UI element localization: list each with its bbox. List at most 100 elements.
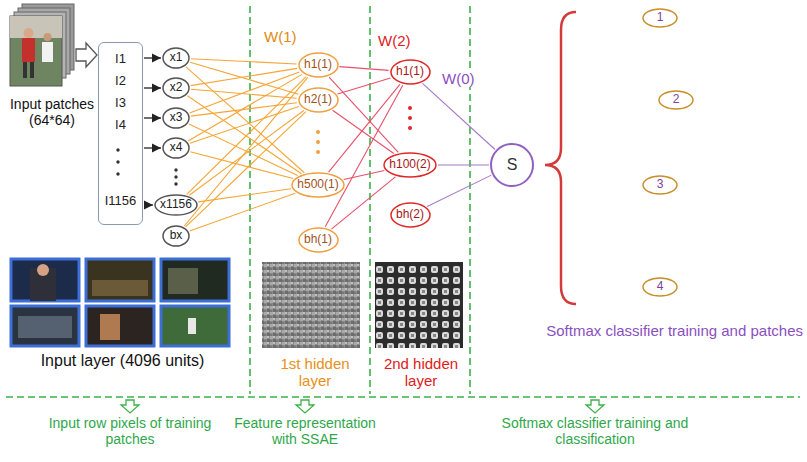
connection-line [191, 68, 297, 85]
unit-label: x2 [170, 81, 183, 94]
unit-outline [643, 176, 677, 194]
unit-label: 4 [657, 280, 664, 293]
unit-outline [155, 195, 197, 215]
connection-line [186, 112, 306, 227]
connection-line [191, 59, 297, 64]
unit-outline [643, 9, 677, 27]
patch-image [10, 16, 62, 86]
unit-label: 2 [673, 93, 680, 106]
thumbnail-content [92, 280, 148, 296]
patch-stack [10, 4, 74, 86]
stage-caption: Feature representation with SSAE [220, 415, 390, 447]
thumbnail-content [168, 268, 198, 294]
hidden2-unit: h100(2) [383, 152, 437, 178]
ellipsis-dot [316, 150, 320, 154]
hollow-arrow [586, 400, 604, 413]
class-bracket [545, 12, 576, 304]
thumbnail [86, 259, 154, 301]
hollow-arrow [76, 43, 97, 67]
thumbnail [11, 259, 79, 301]
input-unit: x3 [162, 107, 190, 129]
section-divider [369, 6, 371, 394]
weight-label: W(2) [376, 32, 413, 49]
unit-outline [163, 226, 189, 246]
unit-label: x1 [170, 51, 183, 64]
unit-outline [299, 88, 338, 112]
unit-outline [391, 60, 430, 84]
connection-line [422, 83, 495, 149]
unit-label: 3 [657, 178, 664, 191]
weight-label: W(0) [440, 70, 477, 87]
unit-outline [163, 78, 189, 98]
feature-texture [375, 262, 463, 348]
connection-line [186, 67, 304, 173]
unit-label: h1(1) [304, 58, 332, 71]
class-output: 3 [642, 175, 678, 195]
connection-line [438, 164, 489, 165]
unit-outline [384, 153, 436, 177]
hidden2-unit: h1(1) [390, 59, 431, 85]
connection-line [184, 77, 307, 226]
ellipsis-dot [408, 106, 412, 110]
ellipsis-dot [174, 182, 177, 185]
thumbnail-content [100, 314, 120, 340]
connection-line [187, 77, 306, 195]
unit-label: x1156 [160, 198, 192, 211]
class-output: 2 [658, 90, 694, 110]
vector-entry: I1 [115, 48, 126, 70]
feature-texture [262, 262, 360, 348]
unit-outline [491, 144, 533, 186]
hidden1-unit: h2(1) [298, 87, 339, 113]
ellipsis-dot [174, 175, 177, 178]
layer-caption: Input layer (4096 units) [10, 352, 235, 370]
input-unit: x2 [162, 77, 190, 99]
thumbnail-content [37, 264, 49, 276]
thumbnail-content [188, 318, 196, 334]
connection-line [189, 124, 298, 175]
hidden1-unit: h1(1) [298, 52, 339, 78]
hollow-arrow [296, 400, 314, 413]
thumbnail-grid [11, 259, 229, 346]
unit-label: bx [170, 229, 183, 242]
player-figure [22, 38, 35, 62]
hollow-arrow [121, 400, 139, 413]
player-figure [23, 62, 27, 78]
ellipsis-dot [316, 130, 320, 134]
section-divider [469, 6, 471, 394]
connection-line [339, 67, 388, 71]
unit-label: 1 [657, 11, 664, 24]
unit-label: h100(2) [389, 158, 430, 171]
unit-outline [163, 48, 189, 68]
vector-entry: I2 [115, 70, 126, 92]
hollow-arrow [121, 400, 604, 413]
hidden1-unit: h500(1) [291, 172, 345, 198]
connection-line [144, 117, 161, 118]
connection-line [344, 171, 385, 180]
ellipsis-dot [408, 116, 412, 120]
unit-outline [163, 138, 189, 158]
thumbnail [161, 306, 229, 346]
class-output: 4 [642, 277, 678, 297]
ellipsis-dot [174, 168, 177, 171]
unit-label: bh(2) [396, 208, 424, 221]
player-figure [24, 28, 34, 38]
ellipsis-dot [408, 126, 412, 130]
hidden1-unit: bh(1) [298, 227, 339, 253]
unit-outline [643, 278, 677, 296]
connection-line [144, 57, 161, 58]
vector-entry: I3 [115, 92, 126, 114]
hidden2-unit: bh(2) [390, 202, 431, 228]
unit-label: h500(1) [297, 178, 338, 191]
thumbnail [11, 306, 79, 346]
input-unit: bx [162, 225, 190, 247]
player-figure [44, 33, 52, 41]
unit-outline [391, 203, 430, 227]
input-caption: Input patches (64*64) [2, 96, 102, 128]
unit-outline [299, 228, 338, 252]
vector-entry: I1156 [105, 190, 137, 212]
connection-line [144, 87, 161, 88]
section-divider [6, 396, 800, 398]
connection-line [333, 110, 394, 153]
connection-line [189, 111, 304, 196]
unit-outline [163, 108, 189, 128]
